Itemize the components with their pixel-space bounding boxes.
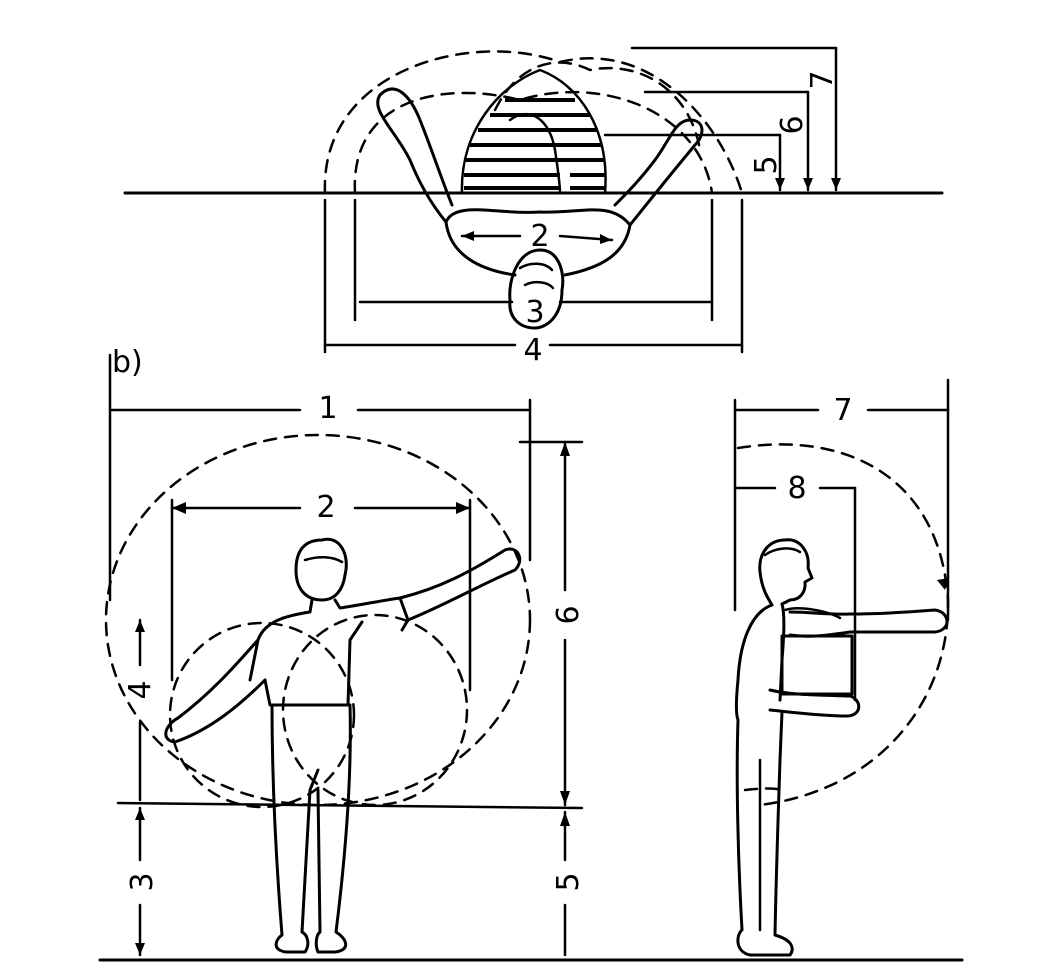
side-label-8: 8 xyxy=(787,471,806,506)
side-figure xyxy=(735,538,949,957)
top-label-6: 6 xyxy=(775,115,810,134)
front-label-1: 1 xyxy=(318,391,337,426)
top-max-reach-arc xyxy=(323,50,744,195)
top-shoulders xyxy=(444,208,632,277)
top-overlap-arc xyxy=(493,61,702,152)
front-figure xyxy=(164,537,522,954)
front-view: 1 2 xyxy=(104,391,586,957)
top-label-7: 7 xyxy=(805,70,840,89)
side-box xyxy=(780,634,854,696)
side-label-7: 7 xyxy=(833,393,852,428)
top-label-3: 3 xyxy=(525,295,544,330)
front-dim-5 xyxy=(560,810,570,957)
top-dim-5-6-7 xyxy=(603,46,841,192)
side-dim-8 xyxy=(733,486,857,702)
front-dim-3 xyxy=(135,806,145,957)
front-max-reach-arc xyxy=(104,433,532,807)
front-raised-arm xyxy=(398,547,522,622)
top-left-arm xyxy=(378,87,454,207)
front-dim-6 xyxy=(518,440,584,807)
side-reach-arc xyxy=(736,443,950,807)
front-work-height-line xyxy=(116,801,584,810)
side-extended-arm xyxy=(788,608,949,638)
top-view: 2 3 4 5 6 7 xyxy=(123,46,944,368)
top-dim-4 xyxy=(323,198,744,354)
front-label-6: 6 xyxy=(551,605,586,624)
panel-label: b) xyxy=(112,345,143,380)
top-dim-2 xyxy=(460,231,614,244)
top-label-2: 2 xyxy=(530,219,549,254)
front-dim-2 xyxy=(170,498,472,692)
top-normal-reach-arc xyxy=(353,90,714,195)
top-label-4: 4 xyxy=(523,333,542,368)
top-figure xyxy=(376,87,704,330)
front-head xyxy=(294,537,348,602)
front-label-2: 2 xyxy=(316,490,335,525)
front-label-5: 5 xyxy=(551,872,586,891)
front-dim-1 xyxy=(108,398,532,562)
top-right-arm xyxy=(628,118,704,227)
front-label-4: 4 xyxy=(123,680,158,699)
side-view: 7 8 xyxy=(733,378,950,957)
front-right-leg xyxy=(314,703,352,954)
side-holding-arm xyxy=(768,688,861,718)
top-work-zone-hatch xyxy=(460,68,607,195)
front-dim-4 xyxy=(135,618,145,802)
top-label-5: 5 xyxy=(749,155,784,174)
front-left-leg xyxy=(270,703,320,954)
front-label-3: 3 xyxy=(125,872,160,891)
side-legs xyxy=(735,710,794,957)
side-head xyxy=(780,538,814,606)
front-right-reach-arc xyxy=(281,613,469,807)
top-head xyxy=(508,248,565,330)
front-lowered-arm xyxy=(164,638,267,744)
front-left-reach-arc xyxy=(168,621,356,809)
